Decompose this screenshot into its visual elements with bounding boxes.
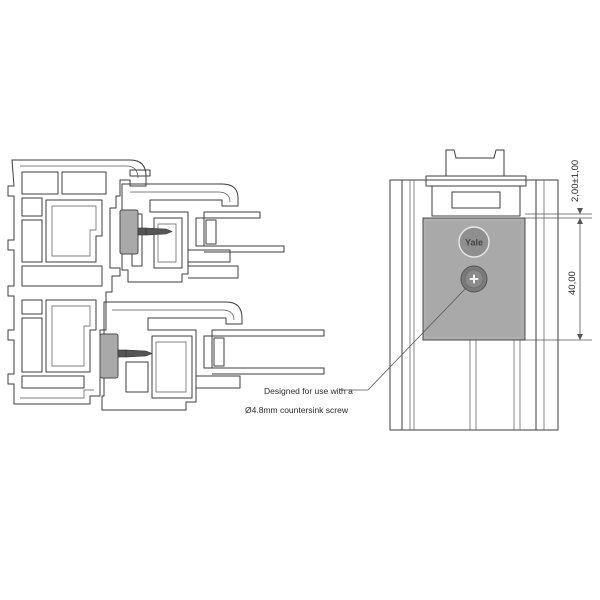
front-elevation: Yale 2,00±1,00 40,00	[340, 149, 592, 431]
yale-logo-icon: Yale	[458, 226, 490, 258]
bolt-housing	[445, 149, 505, 176]
screw-upper-icon	[137, 227, 173, 236]
screw-lower-icon	[117, 349, 153, 358]
keep-block-lower	[99, 333, 119, 379]
dimension-top-offset: 2,00±1,00	[570, 160, 581, 202]
chamber	[21, 197, 43, 217]
callout-leader	[367, 287, 467, 391]
chamber-reinforced	[45, 299, 97, 373]
chamber	[21, 299, 43, 315]
chamber	[21, 375, 85, 389]
callout-line-2: Ø4.8mm countersink screw	[245, 405, 349, 415]
chamber	[21, 265, 103, 287]
callout-line-1: Designed for use with a	[264, 386, 353, 396]
chamber	[21, 171, 59, 195]
dimension-keep-height: 40,00	[567, 271, 578, 295]
keep-block-upper	[119, 209, 139, 255]
frame-rail-outline	[389, 179, 559, 431]
chamber	[61, 171, 107, 195]
chamber-reinforced	[45, 199, 103, 263]
window-cross-section	[7, 159, 325, 411]
outer-frame-profile	[7, 159, 147, 405]
upper-sash-profile	[121, 183, 239, 283]
chamber	[21, 317, 43, 373]
chamber	[21, 219, 43, 263]
lower-sash-profile	[101, 301, 243, 411]
screw-head-icon	[460, 265, 488, 293]
brand-name: Yale	[465, 238, 483, 248]
dimension-annotations: 2,00±1,00 40,00	[525, 160, 592, 341]
